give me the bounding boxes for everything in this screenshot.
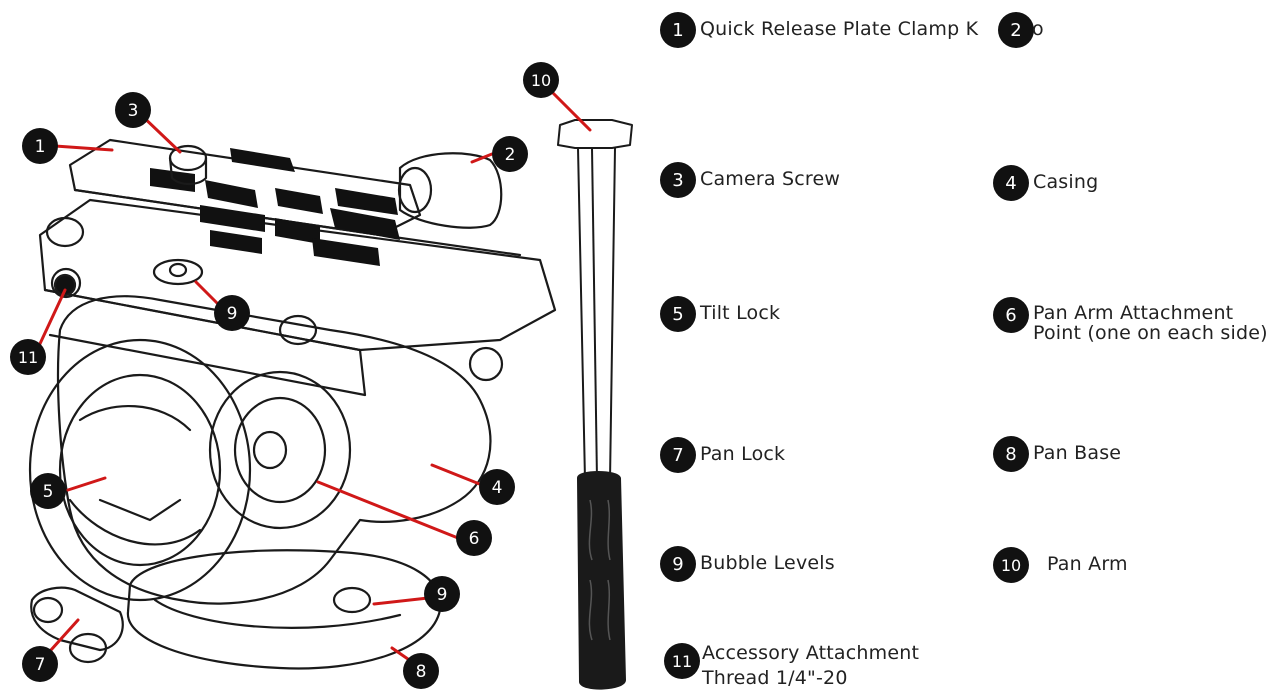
legend-number-9: 9 xyxy=(660,546,696,582)
callout-4: 4 xyxy=(479,469,515,505)
callout-10: 10 xyxy=(523,62,559,98)
pan-lock-knob xyxy=(30,586,124,652)
legend-item-11: 11 Accessory Attachment Thread 1/4"-20 xyxy=(664,641,919,691)
tilt-lock-disc xyxy=(28,338,252,602)
legend-number-6: 6 xyxy=(993,297,1029,333)
svg-text:2: 2 xyxy=(505,145,516,165)
callout-2: 2 xyxy=(492,136,528,172)
legend-label-2: o xyxy=(1032,18,1044,40)
callout-8: 8 xyxy=(403,653,439,689)
callout-9a: 9 xyxy=(214,295,250,331)
callout-5: 5 xyxy=(30,473,66,509)
pan-arm-illustration xyxy=(557,119,633,690)
legend-label-4: Casing xyxy=(1033,171,1099,193)
leader-4 xyxy=(430,463,484,487)
legend-label-9: Bubble Levels xyxy=(700,552,835,574)
legend-label-7: Pan Lock xyxy=(700,443,786,465)
legend-label-10: Pan Arm xyxy=(1047,553,1128,575)
callout-3: 3 xyxy=(115,92,151,128)
leader-5 xyxy=(66,476,107,492)
svg-text:9: 9 xyxy=(437,585,448,605)
svg-text:4: 4 xyxy=(492,478,503,498)
legend-number-11: 11 xyxy=(664,643,700,679)
callout-badges: 1 2 3 4 5 6 7 8 9 9 10 11 xyxy=(10,62,559,689)
leader-2 xyxy=(470,152,494,164)
callout-1: 1 xyxy=(22,128,58,164)
legend-item-7: 7 Pan Lock xyxy=(660,437,785,473)
leader-9b xyxy=(372,596,430,606)
legend-item-2: 2 o xyxy=(998,12,1044,48)
tripod-head-illustration xyxy=(28,138,557,670)
bubble-level-base xyxy=(332,586,372,614)
leader-1 xyxy=(53,144,114,152)
svg-text:3: 3 xyxy=(128,101,139,121)
legend-number-5: 5 xyxy=(660,296,696,332)
callout-11: 11 xyxy=(10,339,46,375)
legend-label-3: Camera Screw xyxy=(700,168,841,190)
legend-item-5: 5 Tilt Lock xyxy=(660,296,780,332)
pan-arm-grip xyxy=(577,471,626,690)
callout-6: 6 xyxy=(456,520,492,556)
legend-label-1: Quick Release Plate Clamp K xyxy=(700,18,979,40)
svg-text:6: 6 xyxy=(469,529,480,549)
svg-text:7: 7 xyxy=(35,655,46,675)
legend-number-2: 2 xyxy=(998,12,1034,48)
svg-text:5: 5 xyxy=(43,482,54,502)
leader-10 xyxy=(550,90,592,132)
legend-number-1: 1 xyxy=(660,12,696,48)
legend-number-3: 3 xyxy=(660,162,696,198)
svg-text:10: 10 xyxy=(531,71,551,90)
pan-arm-attachment-disc xyxy=(208,370,352,530)
legend-number-7: 7 xyxy=(660,437,696,473)
legend-label-5: Tilt Lock xyxy=(700,302,781,324)
svg-text:9: 9 xyxy=(227,304,238,324)
accessory-thread xyxy=(53,273,77,297)
leader-6 xyxy=(316,480,460,540)
legend-item-10: 10 Pan Arm xyxy=(993,547,1128,583)
clamp-knob xyxy=(398,152,503,229)
leader-11 xyxy=(36,288,67,350)
legend-label-8: Pan Base xyxy=(1033,442,1122,464)
legend-number-10: 10 xyxy=(993,547,1029,583)
bubble-level-plate xyxy=(152,258,204,286)
legend-number-4: 4 xyxy=(993,165,1029,201)
legend-item-3: 3 Camera Screw xyxy=(660,162,840,198)
svg-text:8: 8 xyxy=(416,662,427,682)
legend-item-4: 4 Casing xyxy=(993,165,1098,201)
svg-text:1: 1 xyxy=(35,137,46,157)
legend-label-6: Pan Arm Attachment Point (one on each si… xyxy=(1033,302,1268,344)
callout-7: 7 xyxy=(22,646,58,682)
legend-item-6: 6 Pan Arm Attachment Point (one on each … xyxy=(993,297,1268,343)
callout-9b: 9 xyxy=(424,576,460,612)
legend-item-8: 8 Pan Base xyxy=(993,436,1121,472)
legend-number-8: 8 xyxy=(993,436,1029,472)
legend-label-11: Accessory Attachment Thread 1/4"-20 xyxy=(702,642,920,689)
legend-item-9: 9 Bubble Levels xyxy=(660,546,835,582)
legend-item-1: 1 Quick Release Plate Clamp K xyxy=(660,12,978,48)
svg-text:11: 11 xyxy=(18,348,38,367)
